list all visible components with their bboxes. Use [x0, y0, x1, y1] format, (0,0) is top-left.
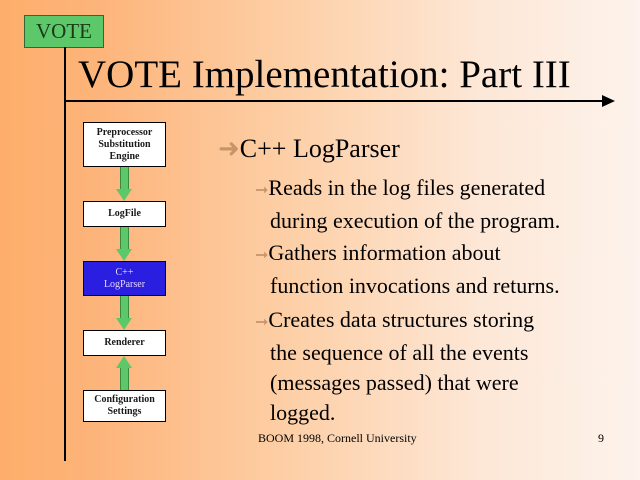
arrow-bullet-icon: ➞	[255, 182, 269, 199]
bullet-line: during execution of the program.	[270, 208, 561, 233]
bullet-line: the sequence of all the events	[270, 340, 529, 365]
box-label: Engine	[109, 150, 140, 162]
down-arrow-icon	[116, 227, 132, 261]
sub-bullet: ➞Gathers information about function invo…	[255, 238, 615, 301]
slide-title: VOTE Implementation: Part III	[78, 53, 571, 96]
arrow-right-icon: ➜	[218, 134, 240, 163]
down-arrow-icon	[116, 296, 132, 330]
flow-box-logfile: LogFile	[83, 201, 166, 227]
sub-bullet: ➞Creates data structures storing the seq…	[255, 305, 615, 428]
sub-bullet: ➞Reads in the log files generated during…	[255, 173, 615, 236]
bullet-line: logged.	[270, 400, 336, 425]
arrow-bullet-icon: ➞	[255, 247, 269, 264]
up-arrow-icon	[116, 356, 132, 390]
box-label: Renderer	[104, 337, 145, 348]
box-label: Settings	[107, 406, 142, 417]
page-number: 9	[598, 431, 604, 445]
box-label: Substitution	[98, 138, 151, 150]
flow-box-preprocessor: Preprocessor Substitution Engine	[83, 122, 166, 167]
box-label: Configuration	[94, 394, 155, 405]
section-tag: VOTE	[24, 15, 104, 48]
footer-text: BOOM 1998, Cornell University	[258, 431, 417, 445]
box-label: Preprocessor	[96, 126, 153, 138]
bullet-text: C++ LogParser	[239, 134, 400, 163]
vertical-rule	[64, 47, 66, 461]
flow-box-renderer: Renderer	[83, 330, 166, 356]
main-bullet: ➜C++ LogParser	[218, 134, 400, 164]
box-label: LogParser	[103, 278, 146, 290]
bullet-line: Reads in the log files generated	[268, 175, 546, 200]
title-rule	[64, 100, 606, 102]
arrow-bullet-icon: ➞	[255, 314, 269, 331]
flow-box-configuration: Configuration Settings	[83, 390, 166, 422]
box-label: C++	[115, 266, 134, 278]
bullet-line: function invocations and returns.	[270, 273, 560, 298]
bullet-line: (messages passed) that were	[270, 370, 519, 395]
flow-box-logparser: C++ LogParser	[83, 261, 166, 296]
bullet-line: Gathers information about	[268, 240, 501, 265]
box-label: LogFile	[108, 208, 141, 219]
rule-arrowhead-icon	[602, 95, 615, 107]
down-arrow-icon	[116, 167, 132, 201]
bullet-line: Creates data structures storing	[268, 307, 535, 332]
